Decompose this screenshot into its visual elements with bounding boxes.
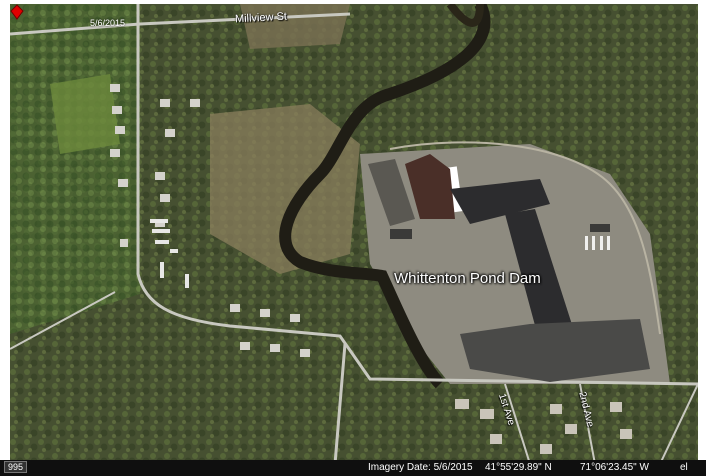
houses-south <box>455 399 632 454</box>
mill-building-center <box>405 154 455 219</box>
road-east <box>659 383 698 464</box>
vehicle-yard <box>150 219 189 288</box>
map-date-stamp: 5/6/2015 <box>90 18 126 28</box>
mill-building-east-long <box>505 209 575 344</box>
mill-annex <box>390 229 412 239</box>
mill-building-north <box>450 179 550 224</box>
satellite-map[interactable]: 5/6/2015 Millview St 1st Ave 2nd Ave Whi… <box>10 4 698 464</box>
map-imagery <box>10 4 698 464</box>
marsh-clearing <box>210 104 360 274</box>
trucks <box>585 236 610 250</box>
residential-area-west <box>10 4 140 334</box>
river-north-branch <box>446 4 484 27</box>
status-bar: 995 Imagery Date: 5/6/2015 41°55'29.89" … <box>0 460 706 476</box>
road-second-ave <box>579 383 596 464</box>
open-field <box>50 74 120 154</box>
imagery-date: Imagery Date: 5/6/2015 <box>368 462 473 473</box>
mill-building-south <box>460 319 650 382</box>
road-south <box>333 343 347 464</box>
elevation-readout: el <box>680 462 688 473</box>
red-placemark-icon[interactable] <box>10 4 24 20</box>
road-main <box>136 4 698 386</box>
access-road <box>389 141 661 335</box>
road-first-ave <box>504 383 531 464</box>
latitude-readout: 41°55'29.89" N <box>485 462 552 473</box>
road-west <box>10 291 116 350</box>
longitude-readout: 71°06'23.45" W <box>580 462 649 473</box>
clearing-north <box>240 4 350 49</box>
mill-annex-east <box>590 224 610 232</box>
placemark-label[interactable]: Whittenton Pond Dam <box>394 270 541 287</box>
river <box>279 4 491 389</box>
mill-building-west <box>368 159 415 226</box>
scale-indicator: 995 <box>4 461 28 473</box>
road-millview <box>10 12 351 36</box>
houses-west <box>110 84 310 357</box>
